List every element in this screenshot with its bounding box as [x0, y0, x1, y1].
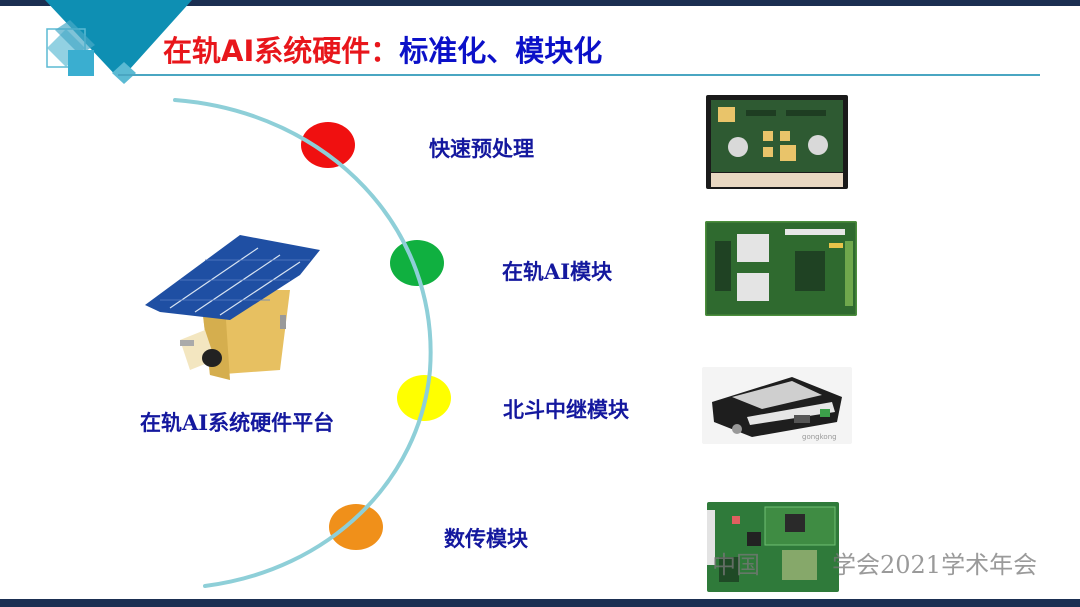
- module-label-beidou: 北斗中继模块: [503, 397, 629, 422]
- top-band: [0, 0, 1080, 6]
- platform-label: 在轨AI系统硬件平台: [140, 410, 335, 435]
- module-label-ai: 在轨AI模块: [502, 259, 613, 284]
- corner-decoration: [45, 0, 192, 84]
- module-label-datatx: 数传模块: [444, 526, 528, 551]
- dot-red-icon: [301, 122, 355, 168]
- title-underline: [118, 74, 1040, 76]
- watermark-text: 中国 学会2021学术年会: [712, 551, 1038, 579]
- pcb-board-image: [707, 502, 839, 592]
- title-blue-part: 标准化、模块化: [399, 34, 603, 68]
- title-red-part: 在轨AI系统硬件：: [163, 34, 400, 68]
- dot-yellow-icon: [397, 375, 451, 421]
- dot-green-icon: [390, 240, 444, 286]
- pcb-board-image: [706, 95, 848, 189]
- pcb-board-image: [705, 221, 857, 316]
- module-label-preprocess: 快速预处理: [429, 136, 534, 161]
- beidou-device-image: gongkong: [702, 367, 852, 444]
- device-caption: gongkong: [802, 433, 837, 441]
- dot-orange-icon: [329, 504, 383, 550]
- satellite-icon: [145, 235, 320, 380]
- bottom-band: [0, 599, 1080, 607]
- slide-title: 在轨AI系统硬件：标准化、模块化: [163, 28, 602, 70]
